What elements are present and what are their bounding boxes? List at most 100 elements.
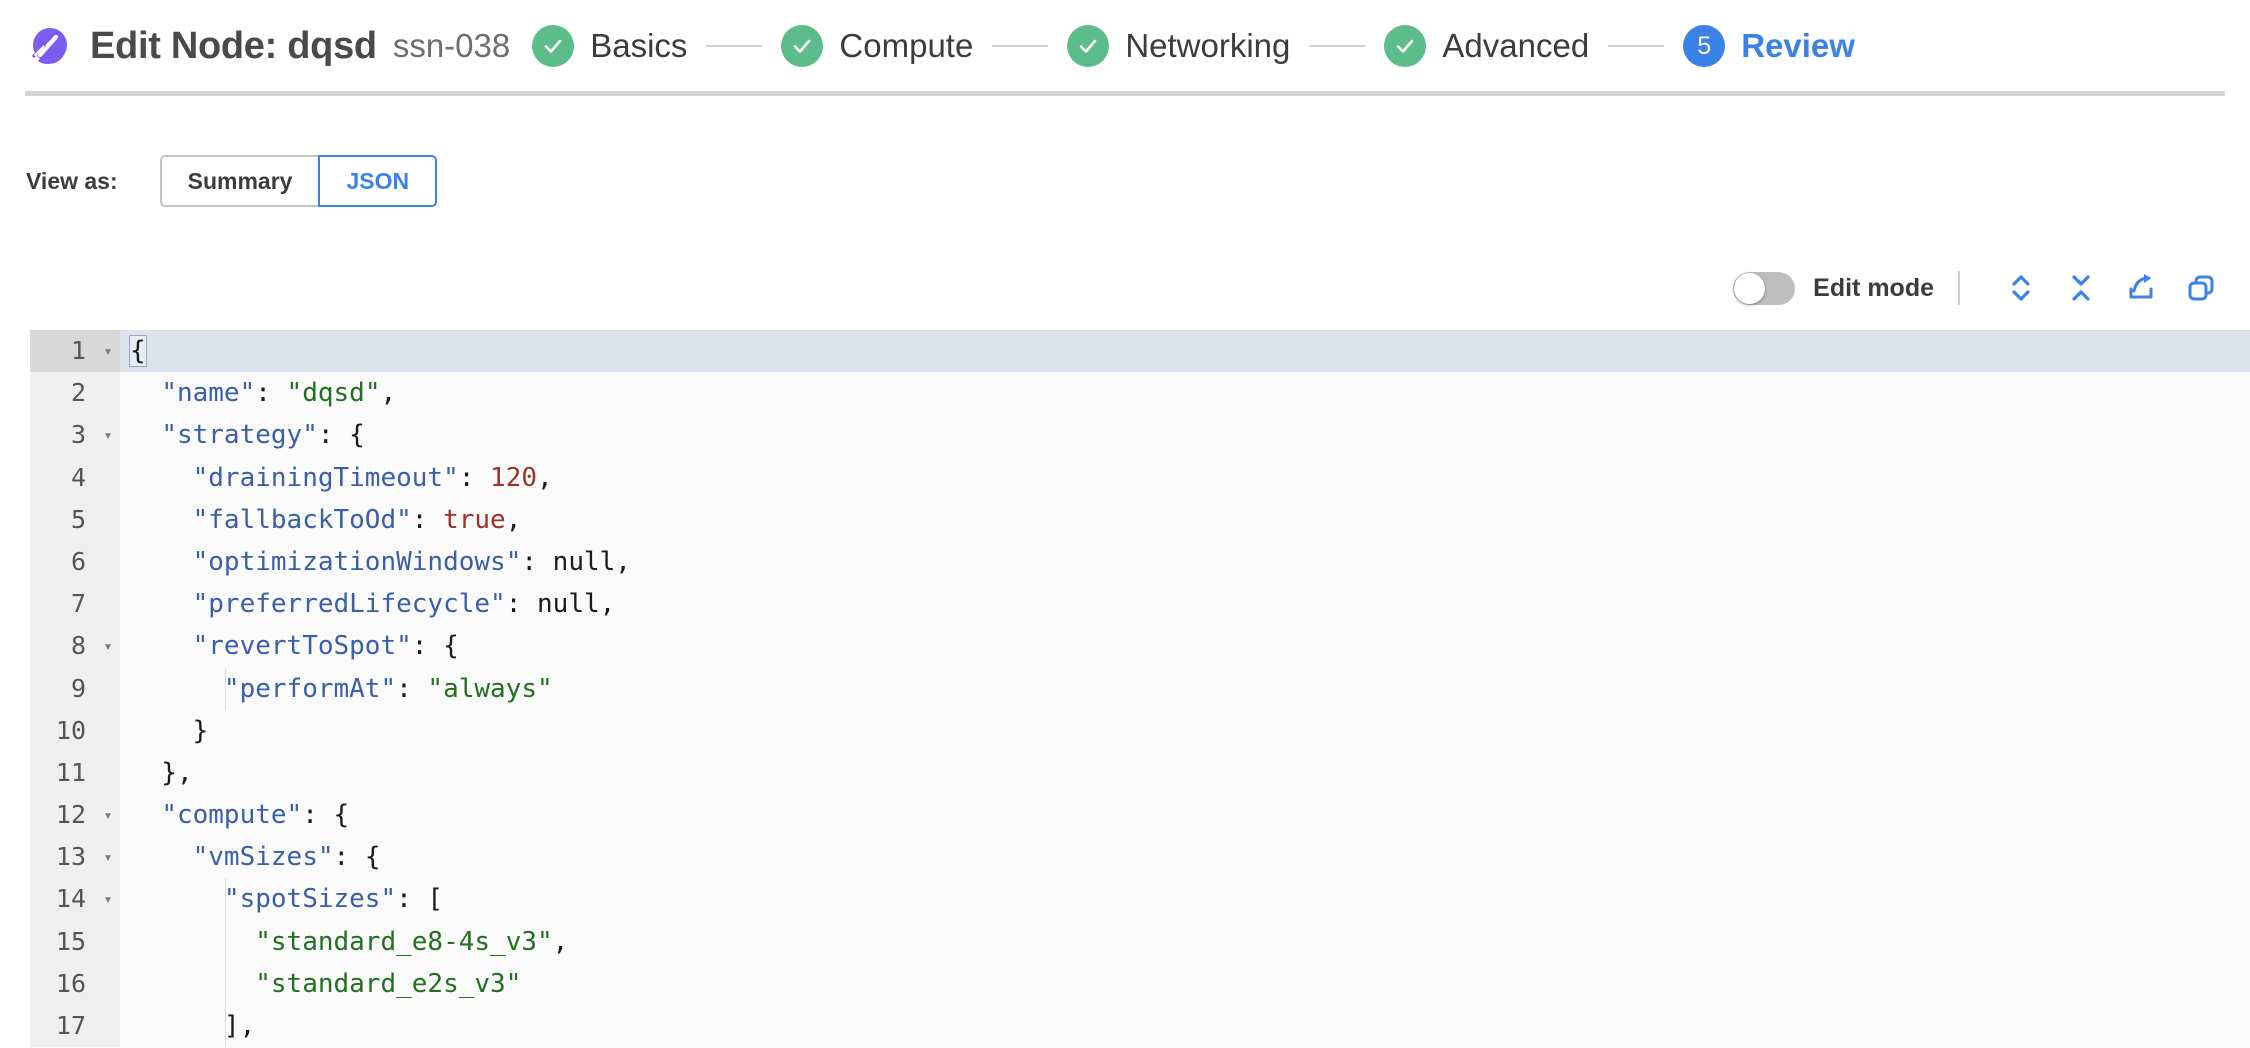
stepper-step-advanced[interactable]: Advanced <box>1384 25 1589 67</box>
token-bool: true <box>443 504 506 535</box>
code-line[interactable]: 5 "fallbackToOd": true, <box>30 498 2250 541</box>
code-line[interactable]: 16 "standard_e2s_v3" <box>30 962 2250 1005</box>
code-text: "vmSizes": { <box>120 836 2250 878</box>
line-number: 9 <box>30 667 96 710</box>
token-punc <box>130 842 193 872</box>
stepper-label-networking: Networking <box>1125 27 1291 64</box>
indent-guide <box>225 920 226 963</box>
line-number: 8 <box>30 625 96 668</box>
line-number: 3 <box>30 414 96 457</box>
line-number: 16 <box>30 962 96 1005</box>
view-as-row: View as: Summary JSON <box>26 155 438 207</box>
token-punc: }, <box>130 757 193 788</box>
collapse-all-icon[interactable] <box>2058 267 2104 309</box>
token-punc: : <box>411 504 444 535</box>
fold-spacer <box>96 667 120 710</box>
code-line[interactable]: 15 "standard_e8-4s_v3", <box>30 920 2250 963</box>
token-punc <box>130 884 224 914</box>
line-number: 7 <box>30 583 96 626</box>
json-code-editor[interactable]: 1▾{2 "name": "dqsd",3▾ "strategy": {4 "d… <box>30 330 2250 1048</box>
token-punc <box>130 927 255 957</box>
expand-all-icon[interactable] <box>1998 267 2044 309</box>
code-line[interactable]: 6 "optimizationWindows": null, <box>30 540 2250 584</box>
code-line[interactable]: 13▾ "vmSizes": { <box>30 836 2250 879</box>
code-line[interactable]: 11 }, <box>30 751 2250 795</box>
token-punc <box>130 589 193 619</box>
line-number: 1 <box>30 330 96 373</box>
code-line[interactable]: 9 "performAt": "always" <box>30 667 2250 710</box>
code-line[interactable]: 10 } <box>30 709 2250 752</box>
fold-spacer <box>96 498 120 541</box>
token-punc: : <box>458 462 491 493</box>
stepper-label-advanced: Advanced <box>1442 27 1590 64</box>
token-key: "compute" <box>161 800 303 831</box>
stepper-connector <box>992 45 1049 47</box>
code-line[interactable]: 14▾ "spotSizes": [ <box>30 878 2250 921</box>
stepper-label-basics: Basics <box>590 27 688 64</box>
stepper-step-compute[interactable]: Compute <box>781 25 973 67</box>
code-line[interactable]: 7 "preferredLifecycle": null, <box>30 583 2250 626</box>
step-check-icon <box>1384 25 1427 67</box>
token-key: "fallbackToOd" <box>192 504 412 535</box>
code-line[interactable]: 8▾ "revertToSpot": { <box>30 625 2250 668</box>
fold-spacer <box>96 456 120 499</box>
code-line[interactable]: 2 "name": "dqsd", <box>30 372 2250 415</box>
indent-guide <box>225 1005 226 1048</box>
token-key: "vmSizes" <box>192 842 334 873</box>
view-as-option-json[interactable]: JSON <box>318 155 438 207</box>
export-icon[interactable] <box>2118 267 2164 309</box>
fold-toggle-icon[interactable]: ▾ <box>96 330 120 373</box>
line-number: 14 <box>30 878 96 921</box>
fold-toggle-icon[interactable]: ▾ <box>96 794 120 837</box>
step-number-badge: 5 <box>1683 25 1726 67</box>
token-str: "standard_e2s_v3" <box>255 968 522 999</box>
stepper-connector <box>706 45 763 47</box>
token-key: "optimizationWindows" <box>192 546 522 577</box>
token-punc <box>130 463 193 493</box>
code-line[interactable]: 1▾ { <box>30 330 2250 373</box>
fold-spacer <box>96 751 120 795</box>
token-key: "name" <box>161 378 256 409</box>
token-punc: , <box>537 462 553 493</box>
token-punc <box>130 969 255 999</box>
copy-icon[interactable] <box>2178 267 2224 309</box>
indent-guide <box>225 878 226 921</box>
code-text: "drainingTimeout": 120, <box>120 457 2250 499</box>
step-check-icon <box>781 25 824 67</box>
edit-mode-toggle[interactable] <box>1733 271 1796 305</box>
fold-toggle-icon[interactable]: ▾ <box>96 878 120 921</box>
code-text: "fallbackToOd": true, <box>120 499 2250 541</box>
header-divider <box>25 91 2225 96</box>
token-punc <box>130 420 161 450</box>
code-line[interactable]: 12▾ "compute": { <box>30 794 2250 837</box>
indent-guide <box>225 962 226 1005</box>
stepper-step-basics[interactable]: Basics <box>532 25 687 67</box>
code-lines: 1▾{2 "name": "dqsd",3▾ "strategy": {4 "d… <box>30 330 2250 1048</box>
token-punc: { <box>129 335 147 367</box>
step-number: 5 <box>1697 31 1712 60</box>
token-key: "revertToSpot" <box>192 631 412 662</box>
code-line[interactable]: 3▾ "strategy": { <box>30 414 2250 457</box>
code-text: "strategy": { <box>120 414 2250 456</box>
stepper-step-review[interactable]: 5 Review <box>1683 25 1855 67</box>
stepper-step-networking[interactable]: Networking <box>1067 25 1290 67</box>
line-number: 5 <box>30 498 96 541</box>
fold-toggle-icon[interactable]: ▾ <box>96 414 120 457</box>
code-line[interactable]: 17 ], <box>30 1005 2250 1048</box>
token-punc: , <box>380 378 397 409</box>
token-punc: : { <box>411 631 459 662</box>
stepper-connector <box>1309 45 1366 47</box>
fold-spacer <box>96 583 120 626</box>
code-line[interactable]: 4 "drainingTimeout": 120, <box>30 456 2250 499</box>
token-punc: : { <box>333 842 381 873</box>
token-key: "spotSizes" <box>223 884 397 915</box>
token-key: "performAt" <box>223 673 397 704</box>
fold-spacer <box>96 372 120 415</box>
view-as-option-summary[interactable]: Summary <box>159 155 319 207</box>
line-number: 6 <box>30 540 96 584</box>
fold-toggle-icon[interactable]: ▾ <box>96 836 120 879</box>
step-check-icon <box>532 25 575 67</box>
fold-toggle-icon[interactable]: ▾ <box>96 625 120 668</box>
token-punc: : <box>521 546 553 577</box>
token-key: "strategy" <box>161 420 318 451</box>
